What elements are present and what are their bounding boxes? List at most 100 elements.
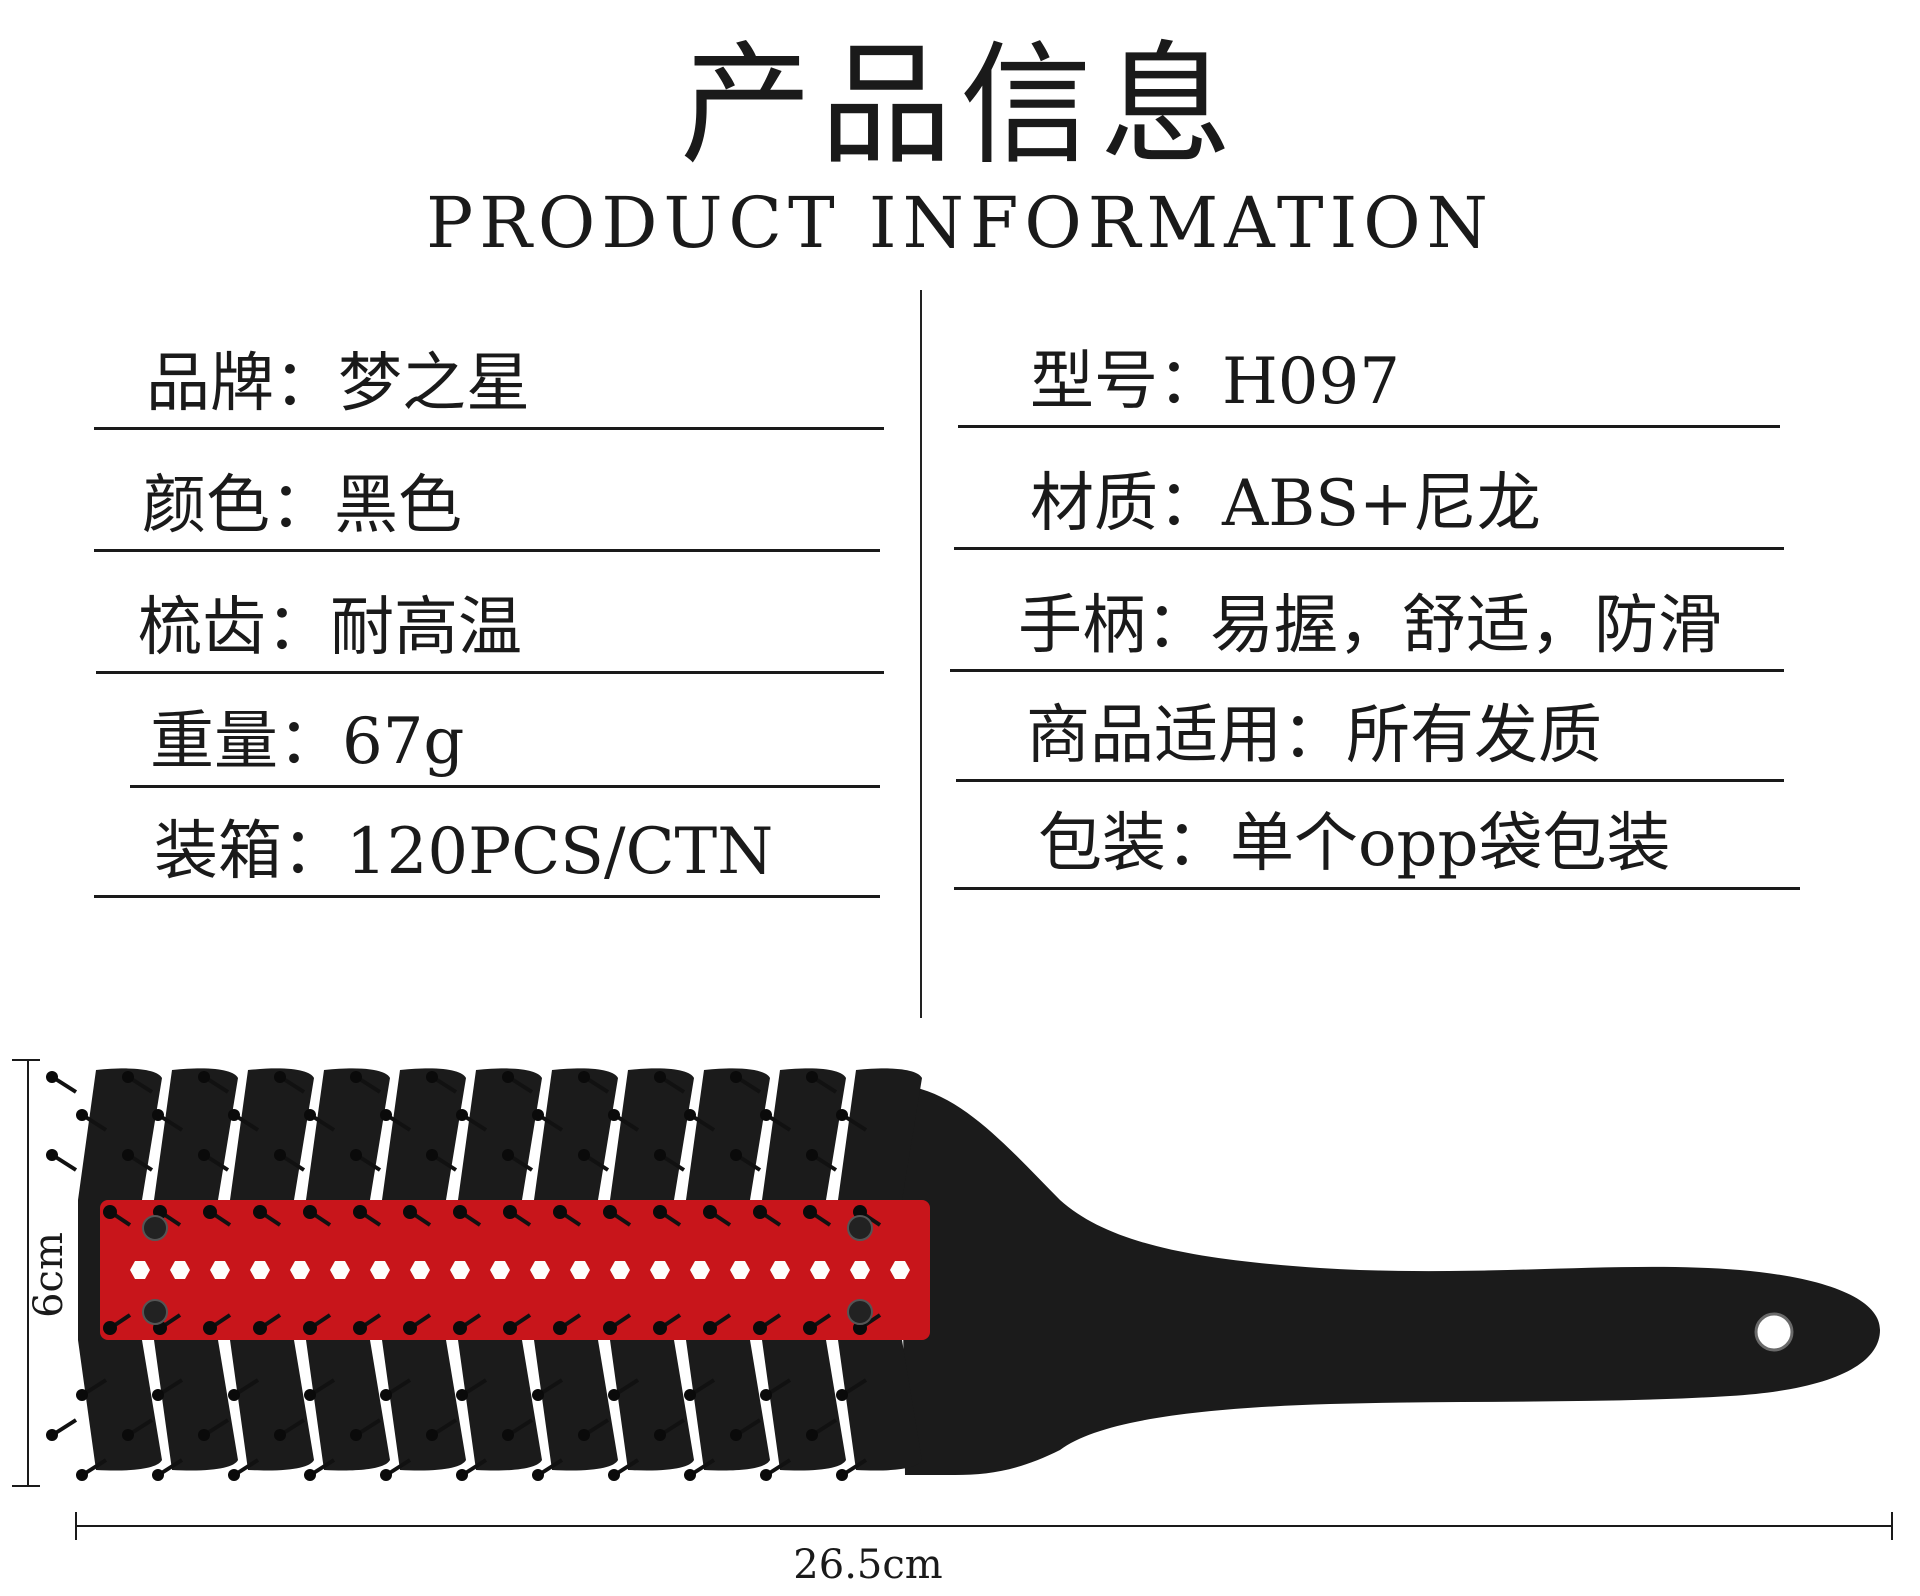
bristle-tip [380,1469,392,1481]
page-title-cn: 产品信息 [680,29,1240,183]
bristle-pin [158,1378,184,1396]
bristle-tip [76,1389,88,1401]
screw-icon [142,1299,168,1325]
bristle-pin [660,1418,686,1436]
bristle-tip [760,1109,772,1121]
bristle-pin [356,1076,382,1094]
spec-color-text: 颜色：黑色 [142,469,462,543]
strip-bristle-tip [203,1205,217,1219]
strip-bristle-tip [103,1205,117,1219]
strip-hole [850,1261,870,1279]
bristle-tip [76,1469,88,1481]
bristle-tip [806,1071,818,1083]
strip-bristle-tip [703,1205,717,1219]
bristle-tip [578,1429,590,1441]
bristle-tip [274,1429,286,1441]
strip-bristle-tip [303,1205,317,1219]
bristle-tip [608,1389,620,1401]
bristle-tip [228,1469,240,1481]
spec-underline [94,549,880,552]
length-label: 26.5cm [793,1542,942,1588]
strip-hole [570,1261,590,1279]
strip-bristle-tip [403,1321,417,1335]
bristle-tip [122,1149,134,1161]
bristle-pin [432,1076,458,1094]
bristle-tip [608,1109,620,1121]
bristle-tip [578,1149,590,1161]
page-title-en: PRODUCT INFORMATION [426,182,1494,264]
strip-hole [250,1261,270,1279]
bristle-pin [690,1114,716,1132]
bristle-tip [836,1469,848,1481]
spec-underline [958,425,1780,428]
bristle-pin [310,1378,336,1396]
spec-model: 型号：H097 [958,328,1780,428]
spec-material: 材质：ABS+尼龙 [954,450,1784,550]
bristle-pin [280,1154,306,1172]
strip-bristle-tip [703,1321,717,1335]
bristle-pin [508,1418,534,1436]
bristle-pin [660,1076,686,1094]
spec-underline [130,785,880,788]
bristle-pin [538,1378,564,1396]
spec-underline [956,779,1784,782]
bristle-pin [538,1114,564,1132]
bristle-pin [432,1154,458,1172]
strip-hole [130,1261,150,1279]
bristle-pin [52,1154,78,1172]
strip-bristle-tip [603,1205,617,1219]
bristle-pin [82,1114,108,1132]
bristle-tip [684,1389,696,1401]
bristle-tip [426,1429,438,1441]
bristle-tip [760,1469,772,1481]
bristle-tip [578,1071,590,1083]
bristle-pin [660,1154,686,1172]
bristle-pin [128,1418,154,1436]
spec-underline [954,547,1784,550]
strip-bristle-tip [553,1205,567,1219]
bristle-tip [198,1149,210,1161]
screw-icon [847,1299,873,1325]
bristle-tip [350,1149,362,1161]
bristle-tip [608,1469,620,1481]
spec-packing: 装箱：120PCS/CTN [94,798,880,898]
bristle-pin [812,1154,838,1172]
spec-material-text: 材质：ABS+尼龙 [1030,467,1541,541]
strip-hole [490,1261,510,1279]
strip-bristle-tip [453,1205,467,1219]
bristle-tip [122,1429,134,1441]
spec-underline [94,427,884,430]
bristle-pin [538,1458,564,1476]
bristle-tip [654,1071,666,1083]
strip-bristle-tip [603,1321,617,1335]
screw-icon [142,1215,168,1241]
bristle-pin [766,1114,792,1132]
bristle-tip [502,1429,514,1441]
bristle-pin [128,1154,154,1172]
bristle-tip [684,1469,696,1481]
bristle-pin [310,1114,336,1132]
bristle-pin [690,1378,716,1396]
screw-icon [847,1215,873,1241]
bristle-tip [502,1071,514,1083]
spec-underline [954,887,1800,890]
spec-suitable: 商品适用：所有发质 [956,682,1784,782]
bristle-tip [198,1071,210,1083]
bristle-tip [532,1469,544,1481]
strip-hole [330,1261,350,1279]
bristle-tip [122,1071,134,1083]
spec-color: 颜色：黑色 [94,452,880,552]
bristle-pin [128,1076,154,1094]
strip-bristle-tip [353,1321,367,1335]
bristle-tip [730,1429,742,1441]
bristle-pin [280,1076,306,1094]
strip-hole [770,1261,790,1279]
strip-bristle-tip [253,1205,267,1219]
strip-hole [610,1261,630,1279]
spec-weight-text: 重量：67g [150,705,465,779]
bristle-pin [842,1114,868,1132]
bristle-pin [614,1458,640,1476]
spec-suitable-text: 商品适用：所有发质 [1026,699,1602,773]
spec-teeth-text: 梳齿：耐高温 [138,591,522,665]
spec-underline [950,669,1784,672]
